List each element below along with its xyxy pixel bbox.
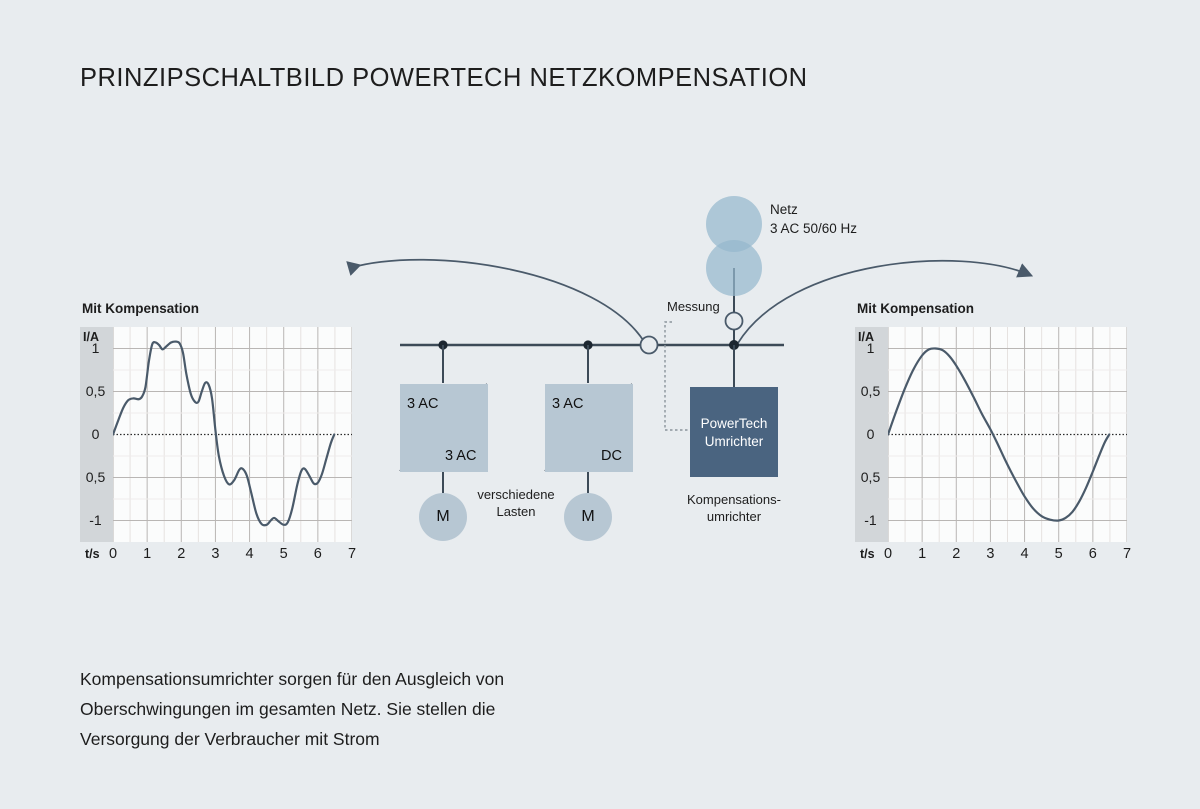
- data-series-0: [886, 347, 1111, 522]
- left-chart-y-axis-band: [80, 327, 113, 542]
- loads-caption: verschiedene Lasten: [461, 486, 571, 520]
- measurement-signal-path: [664, 321, 690, 431]
- converter-2-input-label: 3 AC: [552, 396, 584, 412]
- left-chart-caption: Mit Kompensation: [82, 301, 199, 316]
- x-tick-label: 2: [177, 546, 186, 562]
- y-tick-label: 1: [91, 339, 100, 356]
- right-chart-plot-area: [886, 327, 1128, 542]
- x-tick-label: 3: [211, 546, 220, 562]
- x-tick-label: 0: [883, 546, 893, 562]
- y-tick-label: 1: [866, 339, 875, 356]
- description-line-3: Versorgung der Verbraucher mit Strom: [80, 729, 380, 749]
- motor-2: M: [564, 493, 612, 541]
- busbar-node-load1: [438, 340, 448, 350]
- x-tick-label: 5: [279, 546, 288, 562]
- converter-2-output-label: DC: [601, 448, 622, 464]
- loads-caption-line2: Lasten: [496, 504, 536, 519]
- y-tick-label: 0,5: [860, 382, 881, 399]
- right-chart-svg: [886, 327, 1128, 542]
- right-chart-caption: Mit Kompensation: [857, 301, 974, 316]
- measuring-point-grid: [724, 311, 744, 331]
- converter-block-2: [545, 384, 633, 472]
- converter-1-output-label: 3 AC: [445, 448, 477, 464]
- arrow-to-left-chart: [346, 258, 646, 344]
- x-tick-label: 0: [108, 546, 118, 562]
- measurement-label: Messung: [667, 299, 720, 314]
- y-tick-label: -1: [89, 511, 102, 528]
- loads-caption-line1: verschiedene: [477, 487, 555, 502]
- y-tick-label: 0: [866, 425, 875, 442]
- left-chart-svg: [111, 327, 353, 542]
- grid-source-label: Netz 3 AC 50/60 Hz: [770, 200, 857, 238]
- grid-source-name: Netz: [770, 202, 798, 217]
- compensator-caption-line1: Kompensations-: [687, 492, 781, 507]
- x-tick-label: 1: [143, 546, 152, 562]
- grid-source-spec: 3 AC 50/60 Hz: [770, 221, 858, 236]
- y-tick-label: 0,5: [860, 468, 881, 485]
- y-tick-label: -1: [864, 511, 877, 528]
- y-tick-label: 0,5: [85, 468, 106, 485]
- converter-1-input-label: 3 AC: [407, 396, 439, 412]
- x-tick-label: 5: [1054, 546, 1063, 562]
- description-line-2: Oberschwingungen im gesamten Netz. Sie s…: [80, 699, 496, 719]
- compensator-caption-line2: umrichter: [706, 509, 762, 524]
- x-tick-label: 7: [347, 546, 357, 562]
- left-chart-y-unit: I/A: [83, 330, 99, 344]
- y-tick-label: 0: [91, 425, 100, 442]
- description-line-1: Kompensationsumrichter sorgen für den Au…: [80, 669, 505, 689]
- powertech-label-line1: PowerTech: [700, 416, 768, 431]
- busbar-node-load2: [583, 340, 593, 350]
- converter-block-1: [400, 384, 488, 472]
- chart-with-compensation: I/A t/s 1 0,5 0 0,5 -1 0 1 2 3 4 5 6 7: [855, 327, 1131, 575]
- motor-1-label: M: [436, 508, 450, 525]
- transformer-circle-lower: [706, 240, 762, 296]
- y-tick-label: 0,5: [85, 382, 106, 399]
- powertech-converter-block: PowerTech Umrichter: [690, 387, 778, 477]
- measuring-point-busbar: [639, 335, 659, 355]
- powertech-label-line2: Umrichter: [704, 434, 764, 449]
- powertech-converter-label: PowerTech Umrichter: [690, 415, 778, 451]
- page-title: PRINZIPSCHALTBILD POWERTECH NETZKOMPENSA…: [80, 64, 808, 92]
- right-chart-y-unit: I/A: [858, 330, 874, 344]
- circuit-schematic: [346, 258, 1034, 493]
- motor-1: M: [419, 493, 467, 541]
- compensator-caption: Kompensations- umrichter: [664, 491, 804, 525]
- arrow-to-right-chart: [737, 259, 1034, 344]
- description-text: Kompensationsumrichter sorgen für den Au…: [80, 664, 504, 754]
- x-tick-label: 6: [313, 546, 322, 562]
- motor-2-label: M: [581, 508, 595, 525]
- right-chart-x-unit: t/s: [860, 547, 875, 561]
- x-tick-label: 6: [1088, 546, 1097, 562]
- x-tick-label: 1: [918, 546, 927, 562]
- left-chart-plot-area: [111, 327, 353, 542]
- x-tick-label: 3: [986, 546, 995, 562]
- chart-without-compensation: I/A t/s 1 0,5 0 0,5 -1 0 1 2 3 4 5 6 7: [80, 327, 356, 575]
- x-tick-label: 4: [245, 546, 254, 562]
- x-tick-label: 7: [1122, 546, 1132, 562]
- right-chart-y-axis-band: [855, 327, 888, 542]
- x-tick-label: 4: [1020, 546, 1029, 562]
- left-chart-x-unit: t/s: [85, 547, 100, 561]
- data-series-0: [111, 340, 336, 527]
- x-tick-label: 2: [952, 546, 961, 562]
